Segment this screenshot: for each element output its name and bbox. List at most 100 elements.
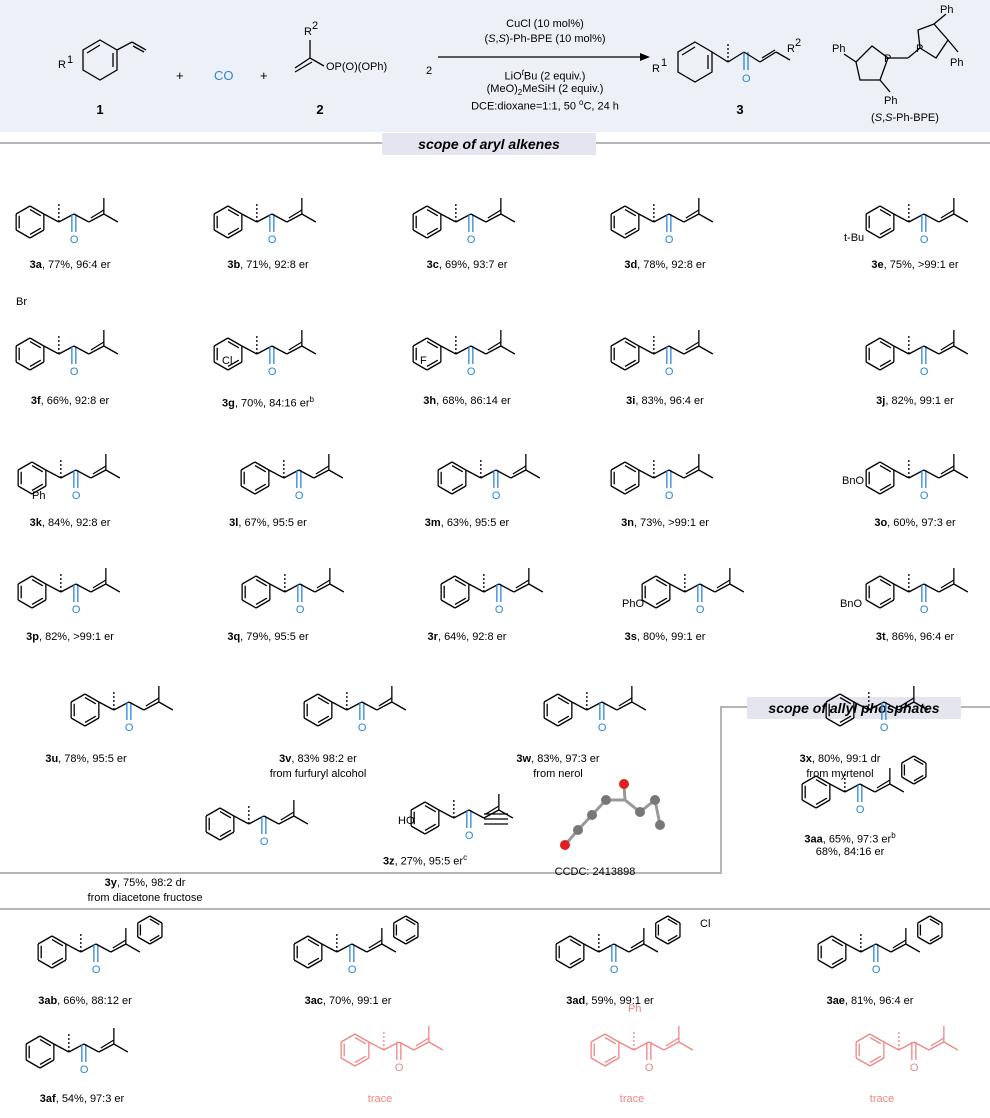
svg-text:O: O (910, 1062, 919, 1074)
substituent-label-3ad: Cl (700, 918, 711, 930)
compound-label-3h: 3h, 68%, 86:14 er (423, 395, 511, 407)
svg-text:O: O (296, 604, 305, 616)
svg-text:O: O (358, 722, 367, 734)
svg-text:Ph: Ph (950, 57, 963, 69)
svg-text:O: O (268, 366, 277, 378)
structure-3u: O (70, 686, 174, 734)
structure-3q: O (241, 568, 345, 616)
substituent-label-3g: Cl (222, 355, 233, 367)
r1-label: R (58, 59, 66, 71)
structure-3l: O (240, 454, 344, 502)
svg-text:O: O (920, 604, 929, 616)
svg-text:Ph: Ph (940, 4, 953, 16)
trace-label: trace (619, 1093, 645, 1105)
header-structures: R 1 R 2 OP(O)(OPh) 2 O R 1 R 2 (58, 4, 963, 107)
compound-1-label: 1 (96, 102, 104, 117)
substituent-label-3e: t-Bu (844, 232, 865, 244)
compound-label-3l: 3l, 67%, 95:5 er (229, 517, 307, 529)
svg-text:O: O (467, 234, 476, 246)
condition-silane: (MeO)2MeSiH (2 equiv.) (486, 83, 604, 98)
structure-3f: O (15, 330, 119, 378)
substituent-label-3s: PhO (622, 598, 645, 610)
styrene-structure (82, 39, 147, 81)
trace-label: trace (367, 1093, 393, 1105)
structure-3t: O (865, 568, 969, 616)
compound-label-3q: 3q, 79%, 95:5 er (227, 631, 309, 643)
compound-label-3p: 3p, 82%, >99:1 er (26, 631, 114, 643)
svg-text:O: O (467, 366, 476, 378)
substituent-label-3z: HO (398, 815, 415, 827)
svg-text:O: O (665, 234, 674, 246)
structure-3s: O (641, 568, 745, 616)
compound-label-3g: 3g, 70%, 84:16 erb (222, 395, 314, 410)
svg-text:OP(O)(OPh): OP(O)(OPh) (326, 61, 387, 73)
divider (0, 872, 722, 874)
compound-note-3v: from furfuryl alcohol (269, 768, 367, 780)
compound-label-3e: 3e, 75%, >99:1 er (871, 259, 959, 271)
substituent-label-3f: Br (16, 296, 27, 308)
structure-3z: O (410, 794, 514, 842)
svg-text:O: O (645, 1062, 654, 1074)
svg-text:P: P (884, 53, 891, 65)
structure-3ab: O (37, 915, 163, 976)
compound-label-3ac: 3ac, 70%, 99:1 er (304, 995, 392, 1007)
trace-structure-3: O (855, 1026, 959, 1074)
svg-text:O: O (268, 234, 277, 246)
structure-3y: O (205, 800, 309, 848)
substituent-label-3t: BnO (840, 598, 863, 610)
compound-label-3t: 3t, 86%, 96:4 er (875, 631, 955, 643)
svg-text:R: R (787, 43, 795, 55)
condition-solvent: DCE:dioxane=1:1, 50 oC, 24 h (471, 98, 619, 113)
compound-2-label: 2 (316, 102, 324, 117)
structure-3e: O (865, 198, 969, 246)
compound-label-3d: 3d, 78%, 92:8 er (624, 259, 706, 271)
svg-text:O: O (492, 490, 501, 502)
svg-text:2: 2 (426, 65, 432, 77)
svg-text:R: R (304, 26, 312, 38)
compound-label-3z: 3z, 27%, 95:5 erc (382, 853, 468, 868)
svg-text:2: 2 (795, 37, 801, 49)
svg-text:O: O (72, 604, 81, 616)
compound-note-3y: from diacetone fructose (87, 892, 203, 904)
structure-3w: O (543, 686, 647, 734)
structure-3d: O (610, 198, 714, 246)
svg-text:O: O (260, 836, 269, 848)
compound-note-3w: from nerol (533, 768, 583, 780)
divider (720, 706, 722, 874)
product-3-structure (677, 41, 791, 83)
structure-3g: O (213, 330, 317, 378)
structure-3k: O (17, 454, 121, 502)
ligand-label: (S,S-Ph-BPE) (871, 112, 939, 124)
compound-label-3x: 3x, 80%, 99:1 dr (799, 753, 881, 765)
structure-3p: O (17, 568, 121, 616)
svg-text:O: O (295, 490, 304, 502)
ccdc-number: CCDC: 2413898 (554, 866, 636, 878)
svg-text:O: O (598, 722, 607, 734)
structure-3m: O (437, 454, 541, 502)
svg-text:O: O (920, 490, 929, 502)
substituent-label-3k: Ph (32, 490, 46, 502)
svg-text:O: O (920, 234, 929, 246)
trace-structure-2: O (590, 1026, 694, 1074)
svg-text:O: O (70, 366, 79, 378)
compound-label-3b: 3b, 71%, 92:8 er (227, 259, 309, 271)
svg-text:O: O (395, 1062, 404, 1074)
compound-label-3c: 3c, 69%, 93:7 er (426, 259, 508, 271)
reaction-scheme-header (0, 0, 990, 132)
structure-3n: O (610, 454, 714, 502)
svg-text:P: P (916, 43, 923, 55)
compound-note-3aa: 68%, 84:16 er (815, 846, 885, 858)
compound-label-3w: 3w, 83%, 97:3 er (516, 753, 600, 765)
structure-3af: O (25, 1028, 129, 1076)
condition-ligand: (S,S)-Ph-BPE (10 mol%) (484, 33, 606, 45)
structure-3ad: O (555, 915, 681, 976)
svg-text:O: O (610, 964, 619, 976)
svg-text:O: O (495, 604, 504, 616)
compound-label-3u: 3u, 78%, 95:5 er (45, 753, 127, 765)
structure-3x: O (825, 686, 929, 734)
substituent-label-3h: F (420, 355, 427, 367)
compound-label-3f: 3f, 66%, 92:8 er (30, 395, 110, 407)
